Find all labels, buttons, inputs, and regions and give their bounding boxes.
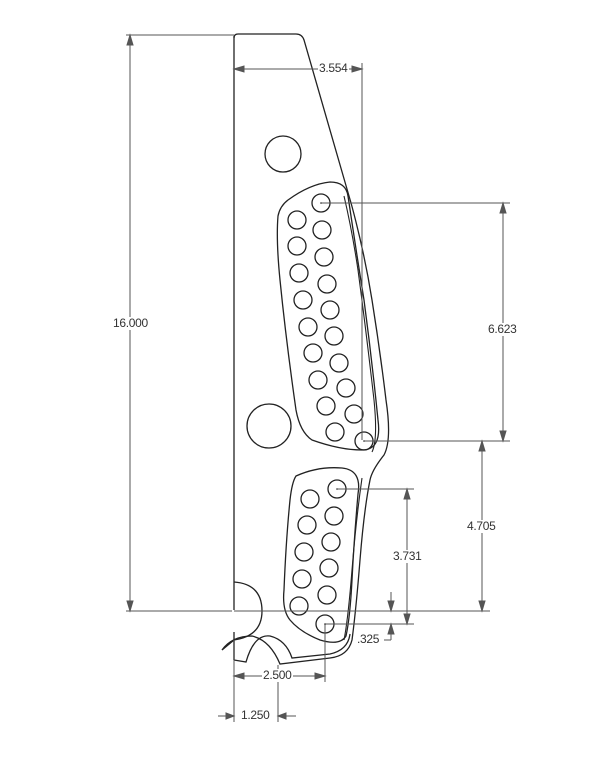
dimension-mid-offset: 4.705 [466,519,497,533]
dimension-top-width: 3.554 [318,61,349,75]
upper-pocket-holes [287,193,374,451]
dimension-lower-hole-span: 3.731 [392,549,423,563]
large-holes [246,135,302,449]
center-marks [320,202,365,625]
part-inner-edge [343,195,377,641]
dimension-bottom-offset: .325 [356,632,381,646]
lower-pocket [282,467,360,643]
dimension-notch-width: 1.250 [240,708,271,722]
dimension-bottom-width: 2.500 [262,668,293,682]
dimension-overall-height: 16.000 [112,316,149,330]
dimension-upper-hole-span: 6.623 [487,322,518,336]
lower-pocket-holes [289,479,347,634]
